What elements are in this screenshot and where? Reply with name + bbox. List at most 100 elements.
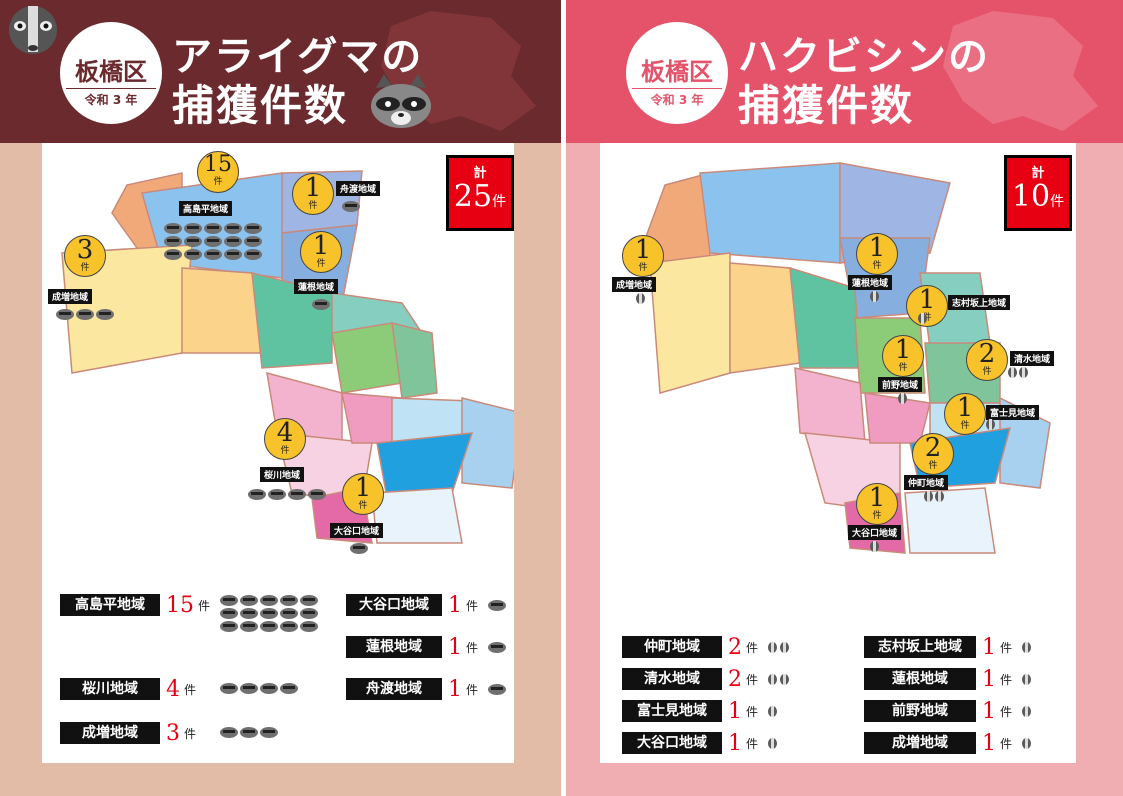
raccoon-icon [164,249,182,260]
summary-row: 舟渡地域 1 件 [346,677,507,702]
raccoon-icon [224,236,242,247]
marker-count: 1 [312,231,330,261]
masked-palm-civet-icon [870,291,879,302]
summary-unit: 件 [746,672,759,687]
raccoon-icon [260,727,278,738]
marker-count: 2 [924,433,942,463]
panel-title-line2: 捕獲件数 [172,81,349,130]
summary-row: 志村坂上地域 1 件 [864,634,1032,660]
raccoon-icons-narimasu [56,309,126,320]
panel-title-line1: ハクビシンの [738,33,990,80]
marker-unit: 件 [308,201,318,211]
raccoon-icon [260,621,278,632]
summary-unit: 件 [1000,704,1013,719]
summary-row: 富士見地域 1 件 [622,699,778,724]
total-value: 10 [1011,179,1051,214]
summary-region: 清水地域 [622,668,722,690]
raccoon-icon [164,223,182,234]
raccoon-icon [76,309,94,320]
raccoon-icon [260,608,278,619]
raccoon-icon [280,683,298,694]
total-unit: 件 [492,194,507,210]
marker-unit: 件 [982,367,992,377]
marker-count: 4 [276,418,294,448]
marker-unit: 件 [960,421,970,431]
raccoon-icon [96,309,114,320]
raccoon-icon [220,595,238,606]
summary-icons [768,641,790,653]
marker-count: 1 [634,235,652,265]
summary-count: 1 [448,634,462,660]
raccoon-icon [371,74,431,128]
summary-region: 大谷口地域 [622,732,722,754]
raccoon-icon [244,223,262,234]
marker-count: 1 [868,233,886,263]
summary-region: 前野地域 [864,700,976,722]
raccoon-icon [260,683,278,694]
masked-palm-civet-icon [898,393,907,404]
raccoon-icons-funado [342,201,360,212]
summary-unit: 件 [746,640,759,655]
summary-region: 蓮根地域 [346,636,442,658]
summary-unit: 件 [1000,640,1013,655]
region-label: 志村坂上地域 [948,295,1011,310]
masked-palm-civet-icon [768,737,778,749]
civet-icons-fujimi [986,419,995,430]
raccoon-icon [220,621,238,632]
region-label: 前野地域 [878,377,923,392]
summary-count: 1 [982,634,996,660]
raccoon-icon [288,489,306,500]
civet-icons-shimizu [1008,367,1028,378]
region-label: 舟渡地域 [336,181,381,196]
summary-region: 成増地域 [864,732,976,754]
raccoon-icon [240,621,258,632]
total-unit: 件 [1050,194,1065,210]
marker-unit: 件 [928,461,938,471]
raccoon-icon [488,683,507,695]
summary-icons [1022,737,1032,749]
summary-icons [1022,705,1032,717]
marker-count: 2 [978,339,996,369]
marker-unit: 件 [316,259,326,269]
civet-icons-shimurasakaue [918,313,927,324]
summary-row: 成増地域 3 件 [60,721,196,746]
raccoon-icon [342,201,360,212]
marker-count: 15 [204,152,232,177]
region-label: 成増地域 [612,277,657,292]
summary-unit: 件 [466,640,479,655]
raccoon-icon [220,727,238,738]
raccoon-icon [280,608,298,619]
raccoon-icons-sakuragawa [248,489,348,500]
raccoon-icon [224,223,242,234]
civet-header: 板橋区 令和 3 年 ハクビシンの 捕獲件数 [566,0,1123,143]
masked-palm-civet-icon [924,491,933,502]
summary-row: 前野地域 1 件 [864,699,1032,724]
summary-row: 高島平地域 15 件 [60,593,210,618]
marker-unit: 件 [80,263,90,273]
marker-unit: 件 [638,263,648,273]
civet-icons-narimasu [636,293,645,304]
summary-unit: 件 [746,704,759,719]
summary-row: 仲町地域 2 件 [622,635,790,660]
raccoon-icon [244,249,262,260]
summary-region: 成増地域 [60,722,160,744]
raccoon-header: 板橋区 令和 3 年 アライグマの 捕獲件数 [0,0,561,143]
masked-palm-civet-icon [1022,673,1032,685]
era-label: 令和 3 年 [632,88,722,108]
summary-count: 1 [982,730,996,756]
total-label: 計 [1031,166,1045,181]
raccoon-icon [240,595,258,606]
summary-icons [488,641,507,653]
raccoon-icon [280,595,298,606]
masked-palm-civet-icon [986,419,995,430]
summary-count: 4 [166,676,180,702]
masked-palm-civet-icon [636,293,645,304]
summary-row: 蓮根地域 1 件 [864,667,1032,692]
total-box: 計 10件 [1004,155,1072,231]
summary-count: 2 [728,666,742,692]
region-label: 成増地域 [48,289,93,304]
summary-icons [768,737,778,749]
